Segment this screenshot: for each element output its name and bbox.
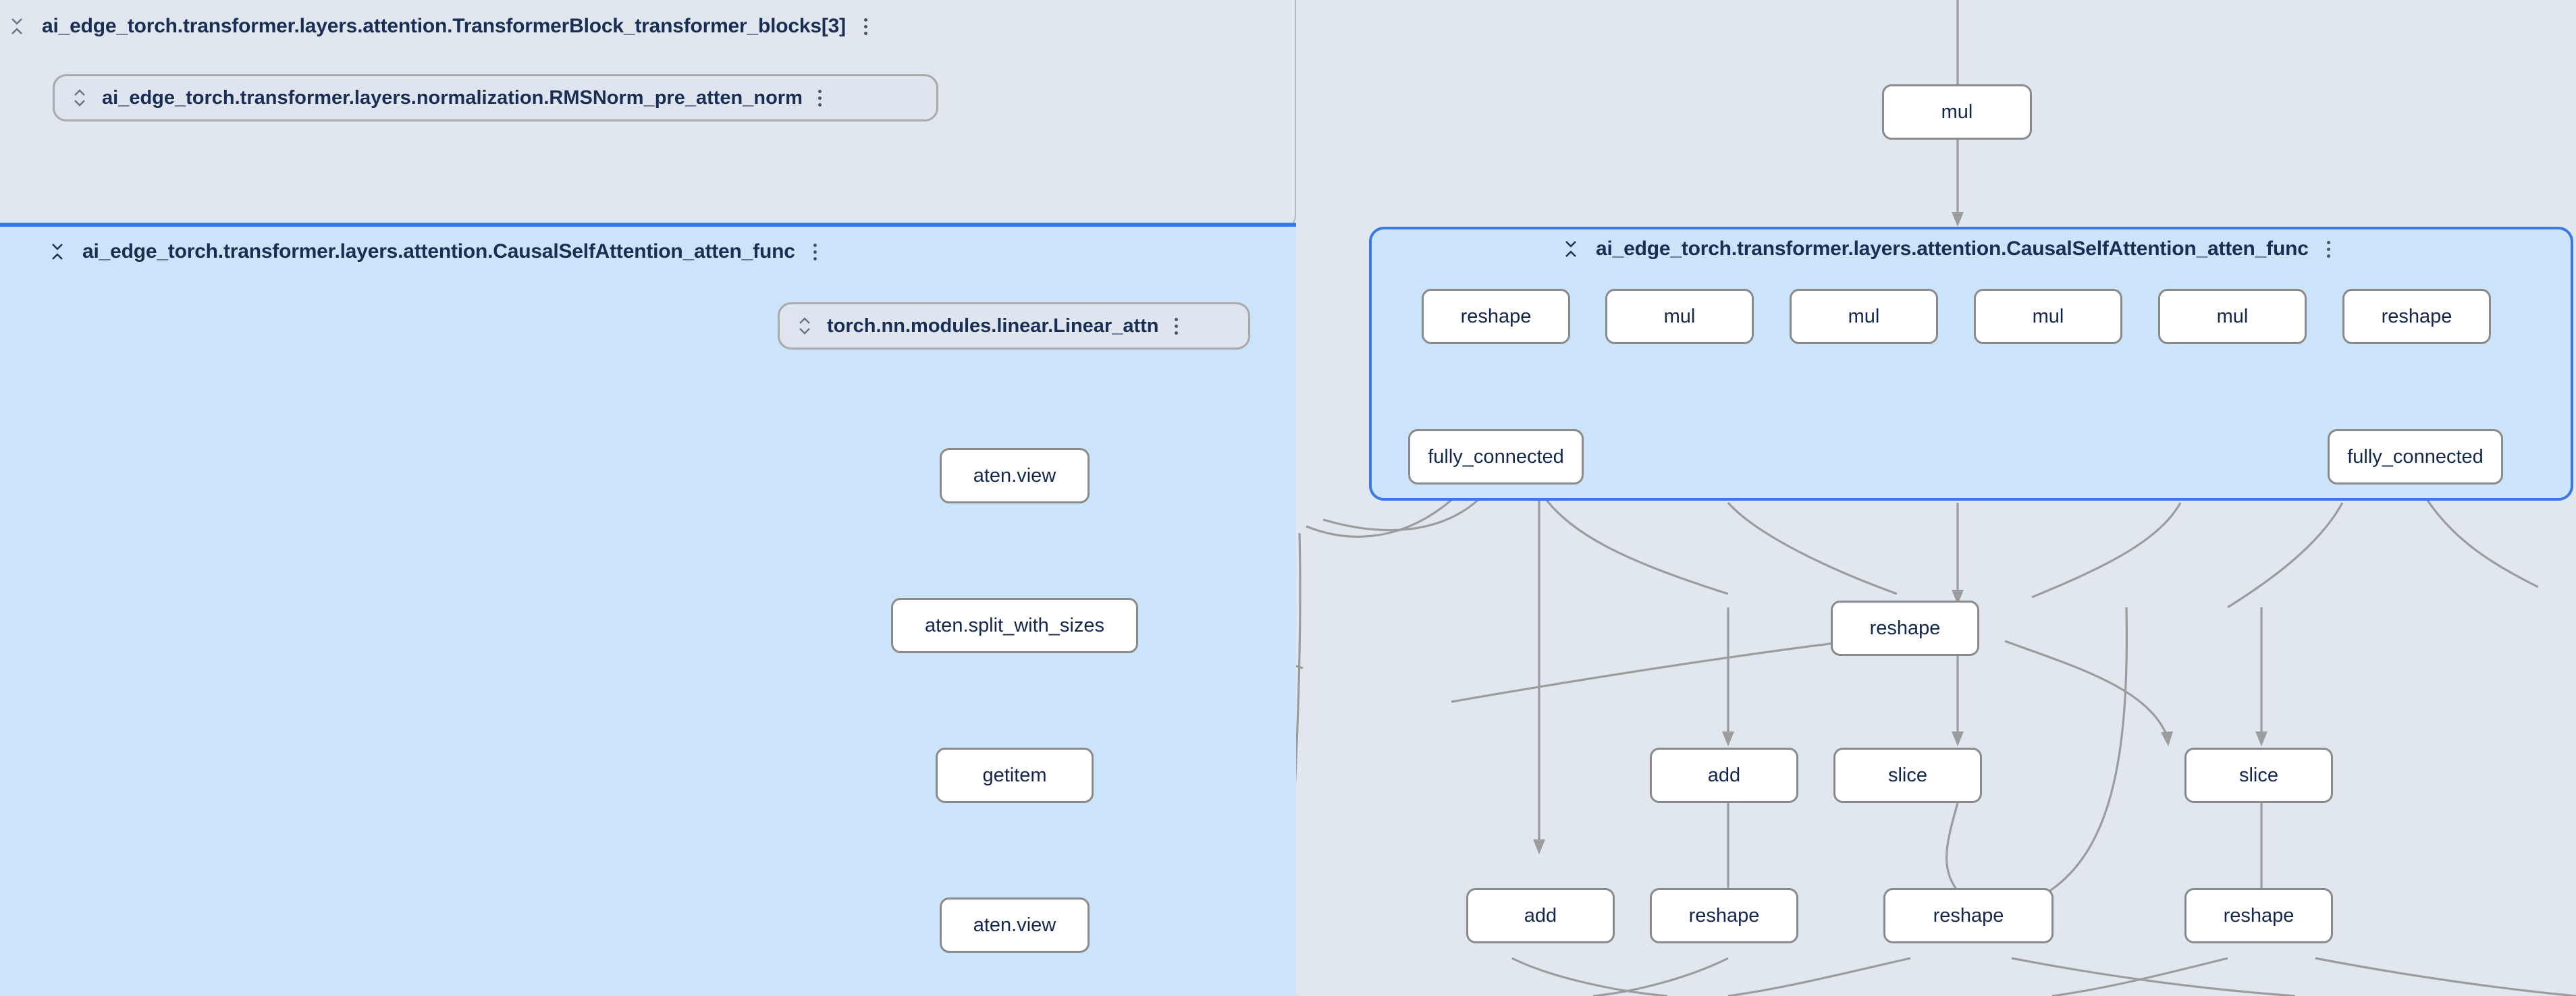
group-transformer-block-title: ai_edge_torch.transformer.layers.attenti… [42, 15, 846, 37]
node-reshape-top[interactable]: reshape [1831, 601, 1979, 656]
node-aten-split-with-sizes[interactable]: aten.split_with_sizes [891, 598, 1138, 653]
node-slice-1[interactable]: slice [1833, 748, 1982, 803]
node-label: reshape [1869, 617, 1941, 639]
node-fully-connected-left[interactable]: fully_connected [1408, 429, 1584, 485]
node-label: reshape [1933, 904, 2004, 926]
expand-chevrons-icon[interactable] [72, 86, 87, 109]
node-mul-2[interactable]: mul [1790, 289, 1938, 344]
node-label: aten.view [973, 464, 1056, 487]
node-mul-3[interactable]: mul [1974, 289, 2122, 344]
collapse-chevrons-icon[interactable] [1563, 238, 1578, 260]
node-add-2[interactable]: add [1466, 888, 1615, 943]
group-causal-self-attention-right-header[interactable]: ai_edge_torch.transformer.layers.attenti… [1563, 238, 2332, 260]
collapse-chevrons-icon[interactable] [9, 15, 24, 38]
chip-rmsnorm-pre-atten-norm[interactable]: ai_edge_torch.transformer.layers.normali… [53, 74, 938, 121]
kebab-menu-icon[interactable] [817, 86, 823, 109]
node-label: mul [2216, 305, 2249, 327]
node-label: reshape [1688, 904, 1760, 926]
node-reshape-b[interactable]: reshape [2342, 289, 2491, 344]
node-reshape-2[interactable]: reshape [1883, 888, 2054, 943]
node-label: add [1707, 764, 1741, 786]
node-mul-top[interactable]: mul [1882, 84, 2032, 140]
expand-chevrons-icon[interactable] [797, 314, 812, 337]
node-reshape-1[interactable]: reshape [1650, 888, 1798, 943]
node-label: slice [2238, 764, 2278, 786]
kebab-menu-icon[interactable] [813, 240, 818, 263]
node-label: mul [1941, 101, 1973, 123]
node-label: mul [2032, 305, 2064, 327]
node-label: reshape [1460, 305, 1532, 327]
kebab-menu-icon[interactable] [2326, 238, 2332, 260]
node-slice-2[interactable]: slice [2184, 748, 2333, 803]
node-label: aten.split_with_sizes [925, 614, 1104, 636]
node-label: mul [1663, 305, 1696, 327]
node-label: reshape [2223, 904, 2295, 926]
group-transformer-block-header[interactable]: ai_edge_torch.transformer.layers.attenti… [9, 15, 869, 38]
node-label: fully_connected [1428, 445, 1564, 468]
collapse-chevrons-icon[interactable] [50, 240, 65, 263]
node-label: fully_connected [2347, 445, 2484, 468]
node-label: mul [1848, 305, 1880, 327]
node-label: getitem [982, 764, 1047, 786]
group-causal-self-attention-left-title: ai_edge_torch.transformer.layers.attenti… [82, 240, 795, 262]
node-mul-1[interactable]: mul [1605, 289, 1754, 344]
node-mul-4[interactable]: mul [2158, 289, 2307, 344]
node-label: aten.view [973, 914, 1056, 936]
chip-linear-attn[interactable]: torch.nn.modules.linear.Linear_attn [778, 302, 1250, 350]
node-reshape-3[interactable]: reshape [2184, 888, 2333, 943]
chip-linear-attn-title: torch.nn.modules.linear.Linear_attn [827, 314, 1159, 337]
node-reshape-a[interactable]: reshape [1422, 289, 1570, 344]
node-label: slice [1887, 764, 1927, 786]
node-aten-view-1[interactable]: aten.view [940, 448, 1090, 503]
group-causal-self-attention-left-header[interactable]: ai_edge_torch.transformer.layers.attenti… [50, 240, 818, 263]
node-label: reshape [2381, 305, 2452, 327]
node-getitem[interactable]: getitem [936, 748, 1094, 803]
node-fully-connected-right[interactable]: fully_connected [2328, 429, 2503, 485]
kebab-menu-icon[interactable] [863, 15, 869, 38]
node-add-1[interactable]: add [1650, 748, 1798, 803]
group-causal-self-attention-right-title: ai_edge_torch.transformer.layers.attenti… [1596, 238, 2309, 260]
node-label: add [1524, 904, 1557, 926]
chip-rmsnorm-title: ai_edge_torch.transformer.layers.normali… [102, 86, 803, 109]
node-aten-view-2[interactable]: aten.view [940, 897, 1090, 953]
kebab-menu-icon[interactable] [1174, 314, 1179, 337]
